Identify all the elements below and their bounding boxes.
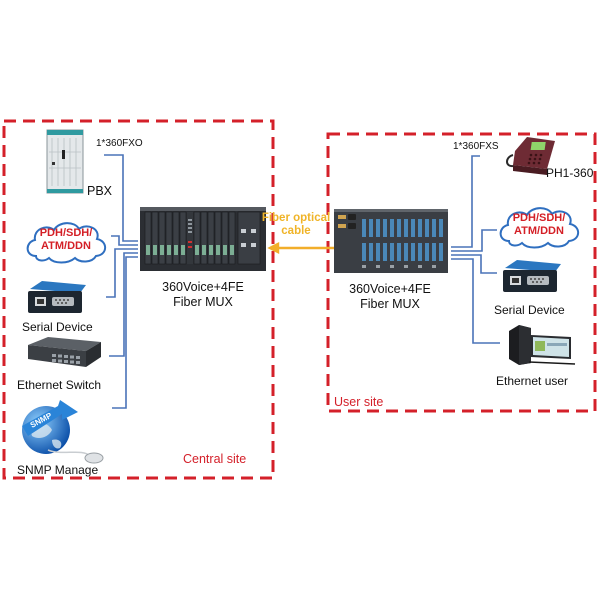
snmp-globe-icon: SNMP [22,400,104,464]
wire-ethernet-user [451,258,500,344]
wire-snmp [112,256,138,409]
serial-device-icon [503,260,561,292]
cloud-line-1: PDH/SDH/ [39,227,93,239]
fiber-cable [267,242,334,254]
central-mux-label-2: Fiber MUX [173,295,233,309]
cloud-line-2: ATM/DDN [514,225,564,237]
phone-label: PH1-360 [546,166,594,180]
pbx [46,128,84,194]
central-site-label: Central site [183,452,247,466]
central-wires [104,154,138,409]
central-site-frame [2,119,275,480]
serial-device-icon [28,281,86,313]
ethernet-user-label: Ethernet user [496,374,569,388]
serial-device-central [24,279,88,315]
user-wires [451,155,500,344]
cloud-line-1: PDH/SDH/ [512,212,566,224]
pbx-label: PBX [87,184,113,198]
user-site-frame [326,132,597,413]
serial-device-user [499,258,563,294]
desktop-computer-icon [509,325,576,365]
fiber-line-1: Fiber optical [261,212,331,224]
telephone [503,133,559,177]
mux-chassis-icon [334,209,448,273]
cloud-icon [26,222,107,264]
wire-serial [106,248,138,298]
ethernet-switch-label: Ethernet Switch [17,378,102,392]
wire-switch [109,252,138,357]
central-mux-label-1: 360Voice+4FE [162,280,244,294]
fiber-cable-label: Fiber optical cable [256,212,336,238]
wire-phone [451,155,480,248]
wire-serial-user [451,254,497,274]
mux-chassis-icon [140,207,266,271]
snmp-manage: SNMP [18,398,108,464]
wire-cloud-user [451,229,497,252]
user-port-label: 1*360FXS [453,141,499,152]
fiber-line-2: cable [281,225,311,237]
ethernet-switch [26,337,102,371]
ethernet-user-pc [505,325,577,365]
serial-device-label-user: Serial Device [494,303,565,317]
cloud-line-2: ATM/DDN [41,240,91,252]
ethernet-switch-icon [28,337,101,367]
pbx-cabinet-icon [46,129,84,194]
central-fiber-mux [140,207,266,271]
user-fiber-mux [334,209,448,273]
telephone-icon [506,137,555,175]
wire-cloud [111,235,138,246]
user-mux-label-1: 360Voice+4FE [349,282,431,296]
user-site-label: User site [334,395,384,409]
wire-pbx [104,154,138,242]
cloud-icon [499,207,580,249]
user-mux-label-2: Fiber MUX [360,297,420,311]
serial-device-label-central: Serial Device [22,320,93,334]
network-cloud-user: PDH/SDH/ ATM/DDN [495,203,583,249]
central-port-label: 1*360FXO [96,138,143,149]
snmp-manage-label: SNMP Manage [17,463,99,477]
network-cloud-central: PDH/SDH/ ATM/DDN [22,218,110,264]
